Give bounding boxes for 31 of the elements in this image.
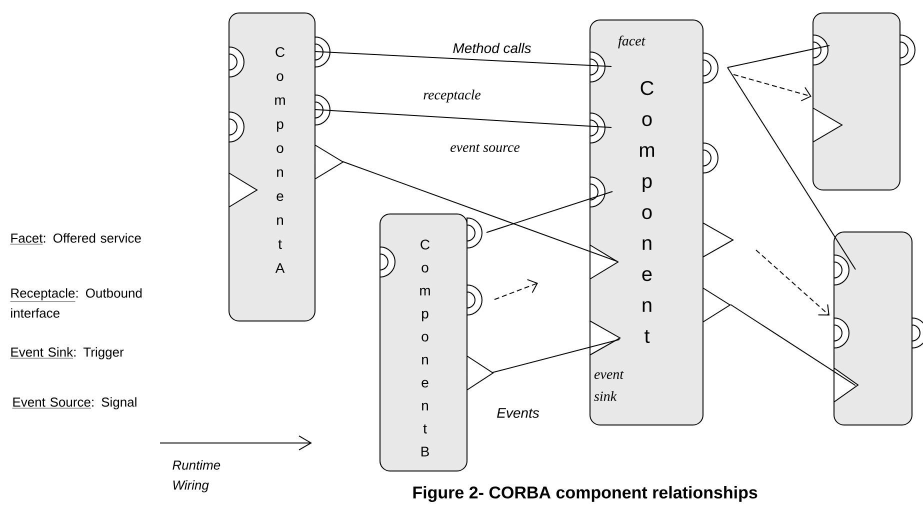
connector-line <box>314 51 612 67</box>
definition-text: Event Source: Signal <box>12 397 136 410</box>
port-label: event source <box>450 144 520 152</box>
connector-line <box>486 191 613 233</box>
dashed-arrow <box>494 279 538 300</box>
vertical-label: C o m p o n e n t A <box>275 47 285 273</box>
connector-line <box>727 45 830 68</box>
port-label: facet <box>618 36 646 48</box>
connector-line <box>492 339 620 373</box>
vertical-label: C o m p o n e n t <box>640 80 654 344</box>
legend-text: Runtime Wiring <box>172 460 220 492</box>
vertical-label: C o m p o n e n t B <box>420 240 430 456</box>
edge-label: receptacle <box>422 88 482 104</box>
definition-text: Receptacle: Outbound interface <box>10 288 142 318</box>
edge-label: Method calls <box>452 42 532 54</box>
edge-label: Events <box>496 407 540 419</box>
component-box <box>590 20 704 426</box>
definition-text: Facet: Offered service <box>10 233 141 244</box>
dashed-arrow <box>733 74 812 102</box>
figure-caption: Figure 2- CORBA component relationships <box>413 486 758 502</box>
component-box <box>834 232 912 426</box>
definition-text: Event Sink: Trigger <box>10 347 124 360</box>
connector-line <box>314 109 612 128</box>
dashed-arrow <box>756 250 830 316</box>
component-box <box>812 12 900 190</box>
connector-line <box>727 67 856 270</box>
port-label: event sink <box>594 370 624 401</box>
connector-line <box>730 304 856 386</box>
connector-line <box>342 161 618 262</box>
component-box <box>380 214 468 472</box>
component-box <box>228 12 316 322</box>
